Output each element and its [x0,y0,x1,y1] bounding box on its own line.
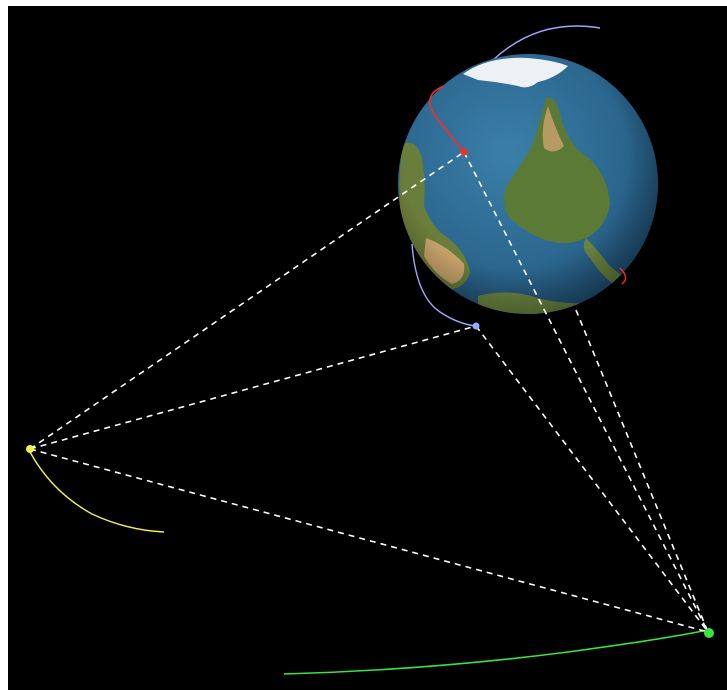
blue-satellite[interactable] [472,322,480,330]
link-red-green [463,151,709,633]
yellow-satellite[interactable] [26,445,34,453]
blue-orbit-lower [411,243,477,327]
red-orbit-tail [619,267,627,285]
earth-globe [398,54,658,314]
link-globe-green [575,309,709,633]
3d-scene-canvas[interactable] [8,6,727,690]
link-yellow-green [29,448,709,633]
scene-svg [26,25,714,675]
communication-links [29,151,709,633]
globe-shading [398,54,658,314]
green-orbit [283,629,709,675]
green-satellite[interactable] [704,628,714,638]
link-blue-green [475,325,709,633]
red-satellite[interactable] [460,148,468,156]
yellow-orbit [29,451,165,533]
red-orbit [429,85,465,153]
link-yellow-blue [29,325,477,450]
